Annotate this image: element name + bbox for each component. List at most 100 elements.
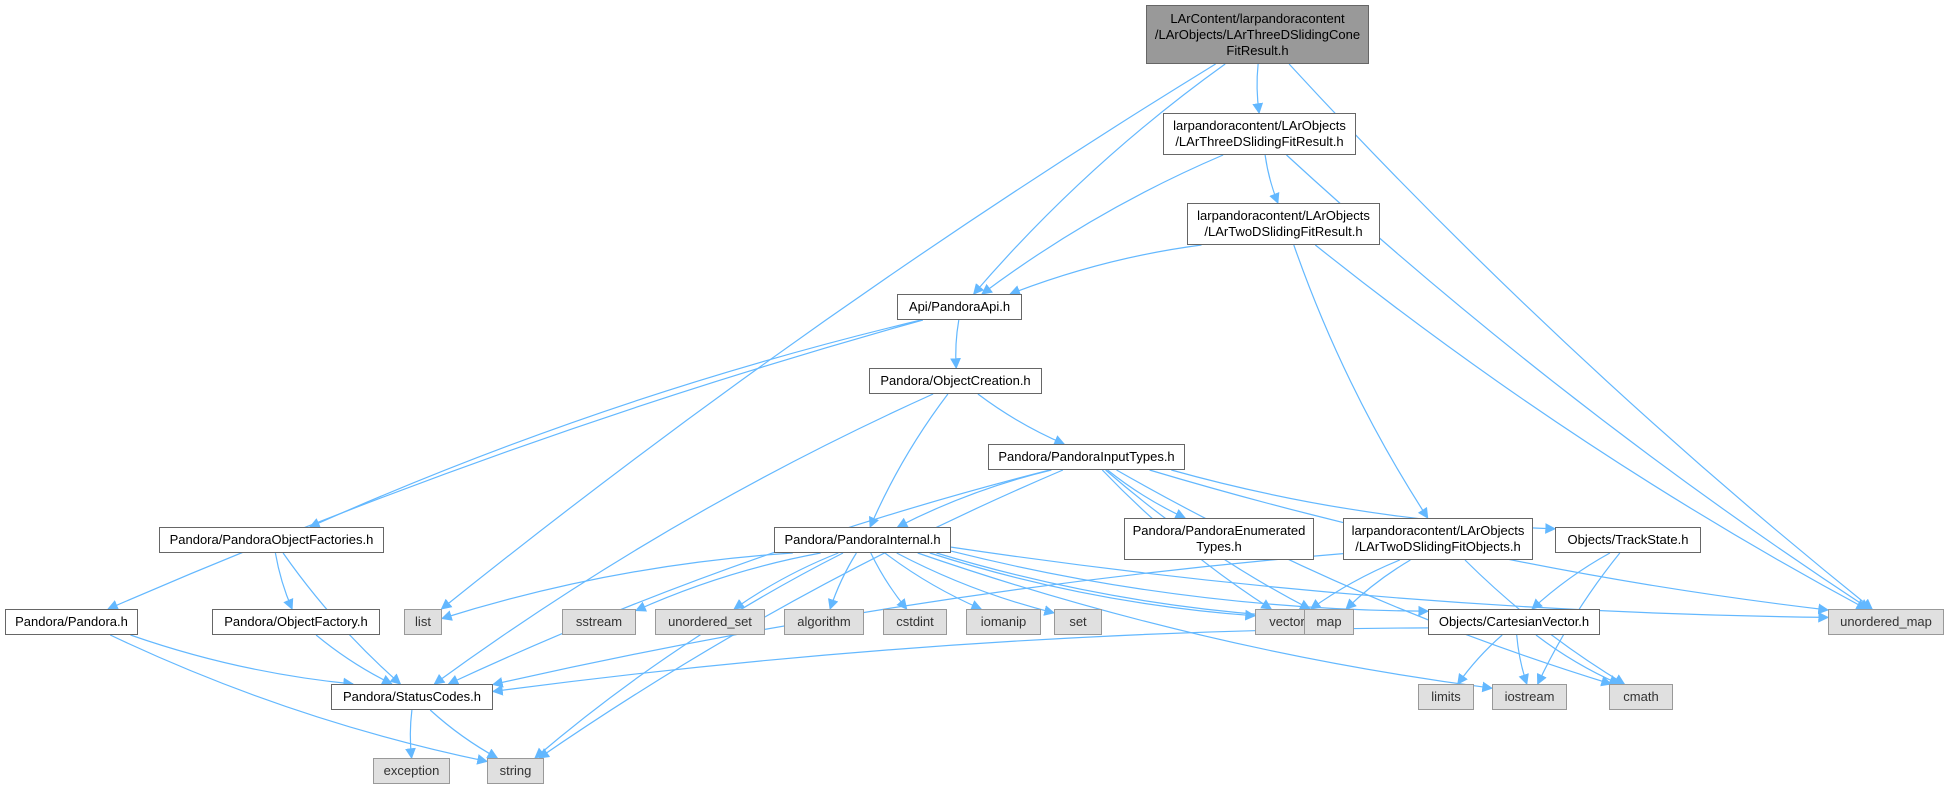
edge-object-creation-to-status-codes bbox=[433, 393, 934, 685]
node-pandora-internal-line-1: Pandora/PandoraInternal.h bbox=[784, 532, 941, 547]
node-pandora-api[interactable]: Api/PandoraApi.h bbox=[897, 294, 1022, 320]
edge-pandora-internal-to-iomanip bbox=[884, 552, 983, 611]
edge-root-to-unordered-map bbox=[1288, 63, 1873, 610]
node-cartesian-vector[interactable]: Objects/CartesianVector.h bbox=[1428, 609, 1600, 635]
node-cmath-line-1: cmath bbox=[1623, 689, 1659, 704]
edge-two-d-fit-objects-to-map bbox=[1345, 559, 1411, 610]
node-pandora-line-1: Pandora/Pandora.h bbox=[15, 614, 128, 629]
edge-cartesian-vector-to-limits bbox=[1457, 634, 1503, 685]
edge-pandora-internal-to-vector bbox=[929, 552, 1257, 621]
edge-pandora-api-to-object-creation bbox=[950, 319, 961, 370]
node-exception[interactable]: exception bbox=[373, 758, 450, 784]
edge-pandora-to-status-codes bbox=[130, 634, 355, 689]
node-three-d-fit-line-1: larpandoracontent/LArObjects bbox=[1173, 118, 1346, 133]
node-unordered-set-line-1: unordered_set bbox=[668, 614, 752, 629]
edge-input-types-to-status-codes bbox=[447, 469, 1051, 685]
edge-pandora-internal-to-unordered-set bbox=[733, 552, 839, 610]
edge-object-factories-to-object-factory bbox=[274, 552, 294, 610]
node-map-line-1: map bbox=[1316, 614, 1342, 629]
node-list[interactable]: list bbox=[404, 609, 442, 635]
edge-two-d-fit-to-two-d-fit-objects bbox=[1293, 244, 1429, 519]
node-vector-line-1: vector bbox=[1269, 614, 1305, 629]
node-root-line-2: /LArObjects/LArThreeDSlidingCone bbox=[1154, 26, 1361, 42]
edge-cartesian-vector-to-status-codes bbox=[491, 627, 1429, 696]
node-exception-line-1: exception bbox=[383, 763, 440, 778]
node-two-d-fit-line-1: larpandoracontent/LArObjects bbox=[1197, 208, 1370, 223]
edge-pandora-internal-to-sstream bbox=[635, 552, 821, 612]
node-unordered-map[interactable]: unordered_map bbox=[1828, 609, 1944, 635]
edge-pandora-internal-to-algorithm bbox=[828, 552, 857, 611]
node-set-line-1: set bbox=[1069, 614, 1087, 629]
node-root-line-1: LArContent/larpandoracontent bbox=[1170, 10, 1345, 26]
node-object-factories-line-1: Pandora/PandoraObjectFactories.h bbox=[169, 532, 374, 547]
node-three-d-fit-line-2: /LArThreeDSlidingFitResult.h bbox=[1175, 134, 1344, 149]
node-input-types[interactable]: Pandora/PandoraInputTypes.h bbox=[988, 444, 1185, 470]
node-enumerated-types-line-1: Pandora/PandoraEnumerated bbox=[1132, 523, 1306, 538]
node-object-creation-line-1: Pandora/ObjectCreation.h bbox=[880, 373, 1031, 388]
node-track-state-line-1: Objects/TrackState.h bbox=[1567, 532, 1689, 547]
node-pandora[interactable]: Pandora/Pandora.h bbox=[5, 609, 138, 635]
edge-pandora-internal-to-list bbox=[440, 552, 793, 621]
node-sstream-line-1: sstream bbox=[575, 614, 623, 629]
edge-pandora-internal-to-iostream bbox=[917, 552, 1494, 693]
edge-root-to-three-d-fit bbox=[1252, 63, 1264, 115]
node-iostream[interactable]: iostream bbox=[1492, 684, 1567, 710]
node-map[interactable]: map bbox=[1304, 609, 1354, 635]
edge-three-d-fit-to-pandora-api bbox=[981, 154, 1224, 295]
node-cstdint-line-1: cstdint bbox=[896, 614, 934, 629]
node-cmath[interactable]: cmath bbox=[1609, 684, 1673, 710]
node-unordered-set[interactable]: unordered_set bbox=[655, 609, 765, 635]
node-root[interactable]: LArContent/larpandoracontent /LArObjects… bbox=[1146, 5, 1369, 64]
node-unordered-map-line-1: unordered_map bbox=[1840, 614, 1932, 629]
node-iomanip-line-1: iomanip bbox=[980, 614, 1027, 629]
edge-root-to-list bbox=[440, 63, 1216, 610]
edge-pandora-internal-to-unordered-map bbox=[950, 546, 1830, 623]
edge-track-state-to-cartesian-vector bbox=[1531, 552, 1611, 610]
edge-pandora-internal-to-cstdint bbox=[870, 552, 908, 610]
edge-pandora-api-to-object-factories bbox=[308, 319, 922, 528]
node-iomanip[interactable]: iomanip bbox=[966, 609, 1041, 635]
edge-input-types-to-cmath bbox=[1116, 469, 1613, 687]
edge-input-types-to-pandora-internal bbox=[896, 469, 1052, 528]
node-limits[interactable]: limits bbox=[1418, 684, 1474, 710]
edge-status-codes-to-string bbox=[429, 709, 499, 759]
edge-two-d-fit-to-unordered-map bbox=[1314, 244, 1868, 610]
edge-cartesian-vector-to-cmath bbox=[1535, 634, 1620, 686]
node-object-factories[interactable]: Pandora/PandoraObjectFactories.h bbox=[159, 527, 384, 553]
node-three-d-fit[interactable]: larpandoracontent/LArObjects /LArThreeDS… bbox=[1163, 113, 1356, 155]
edge-root-to-pandora-api bbox=[972, 63, 1226, 295]
node-status-codes[interactable]: Pandora/StatusCodes.h bbox=[331, 684, 493, 710]
node-algorithm[interactable]: algorithm bbox=[784, 609, 864, 635]
node-list-line-1: list bbox=[415, 614, 431, 629]
edge-cartesian-vector-to-iostream bbox=[1516, 634, 1529, 686]
node-input-types-line-1: Pandora/PandoraInputTypes.h bbox=[998, 449, 1175, 464]
edge-layer bbox=[107, 63, 1873, 765]
node-two-d-fit-objects[interactable]: larpandoracontent/LArObjects /LArTwoDSli… bbox=[1343, 518, 1533, 560]
edge-pandora-api-to-pandora bbox=[107, 319, 924, 611]
node-algorithm-line-1: algorithm bbox=[797, 614, 851, 629]
edge-object-creation-to-input-types bbox=[977, 393, 1066, 446]
node-object-factory[interactable]: Pandora/ObjectFactory.h bbox=[212, 609, 380, 635]
node-object-creation[interactable]: Pandora/ObjectCreation.h bbox=[869, 368, 1042, 394]
node-enumerated-types-line-2: Types.h bbox=[1196, 539, 1242, 554]
node-track-state[interactable]: Objects/TrackState.h bbox=[1555, 527, 1701, 553]
node-iostream-line-1: iostream bbox=[1504, 689, 1555, 704]
edge-input-types-to-enumerated-types bbox=[1107, 469, 1187, 519]
node-two-d-fit[interactable]: larpandoracontent/LArObjects /LArTwoDSli… bbox=[1187, 203, 1380, 245]
node-string[interactable]: string bbox=[487, 758, 544, 784]
node-enumerated-types[interactable]: Pandora/PandoraEnumerated Types.h bbox=[1124, 518, 1314, 560]
edge-pandora-to-string bbox=[109, 634, 489, 765]
edge-input-types-to-string bbox=[538, 469, 1064, 759]
node-pandora-internal[interactable]: Pandora/PandoraInternal.h bbox=[774, 527, 951, 553]
node-two-d-fit-objects-line-2: /LArTwoDSlidingFitObjects.h bbox=[1355, 539, 1521, 554]
node-sstream[interactable]: sstream bbox=[562, 609, 636, 635]
edge-two-d-fit-objects-to-vector bbox=[1309, 559, 1401, 610]
node-set[interactable]: set bbox=[1054, 609, 1102, 635]
node-cartesian-vector-line-1: Objects/CartesianVector.h bbox=[1438, 614, 1590, 629]
node-cstdint[interactable]: cstdint bbox=[883, 609, 947, 635]
edge-two-d-fit-to-pandora-api bbox=[1009, 244, 1202, 296]
edge-pandora-internal-to-string bbox=[534, 552, 844, 759]
node-two-d-fit-objects-line-1: larpandoracontent/LArObjects bbox=[1351, 523, 1525, 538]
node-string-line-1: string bbox=[499, 763, 532, 778]
node-object-factory-line-1: Pandora/ObjectFactory.h bbox=[224, 614, 368, 629]
